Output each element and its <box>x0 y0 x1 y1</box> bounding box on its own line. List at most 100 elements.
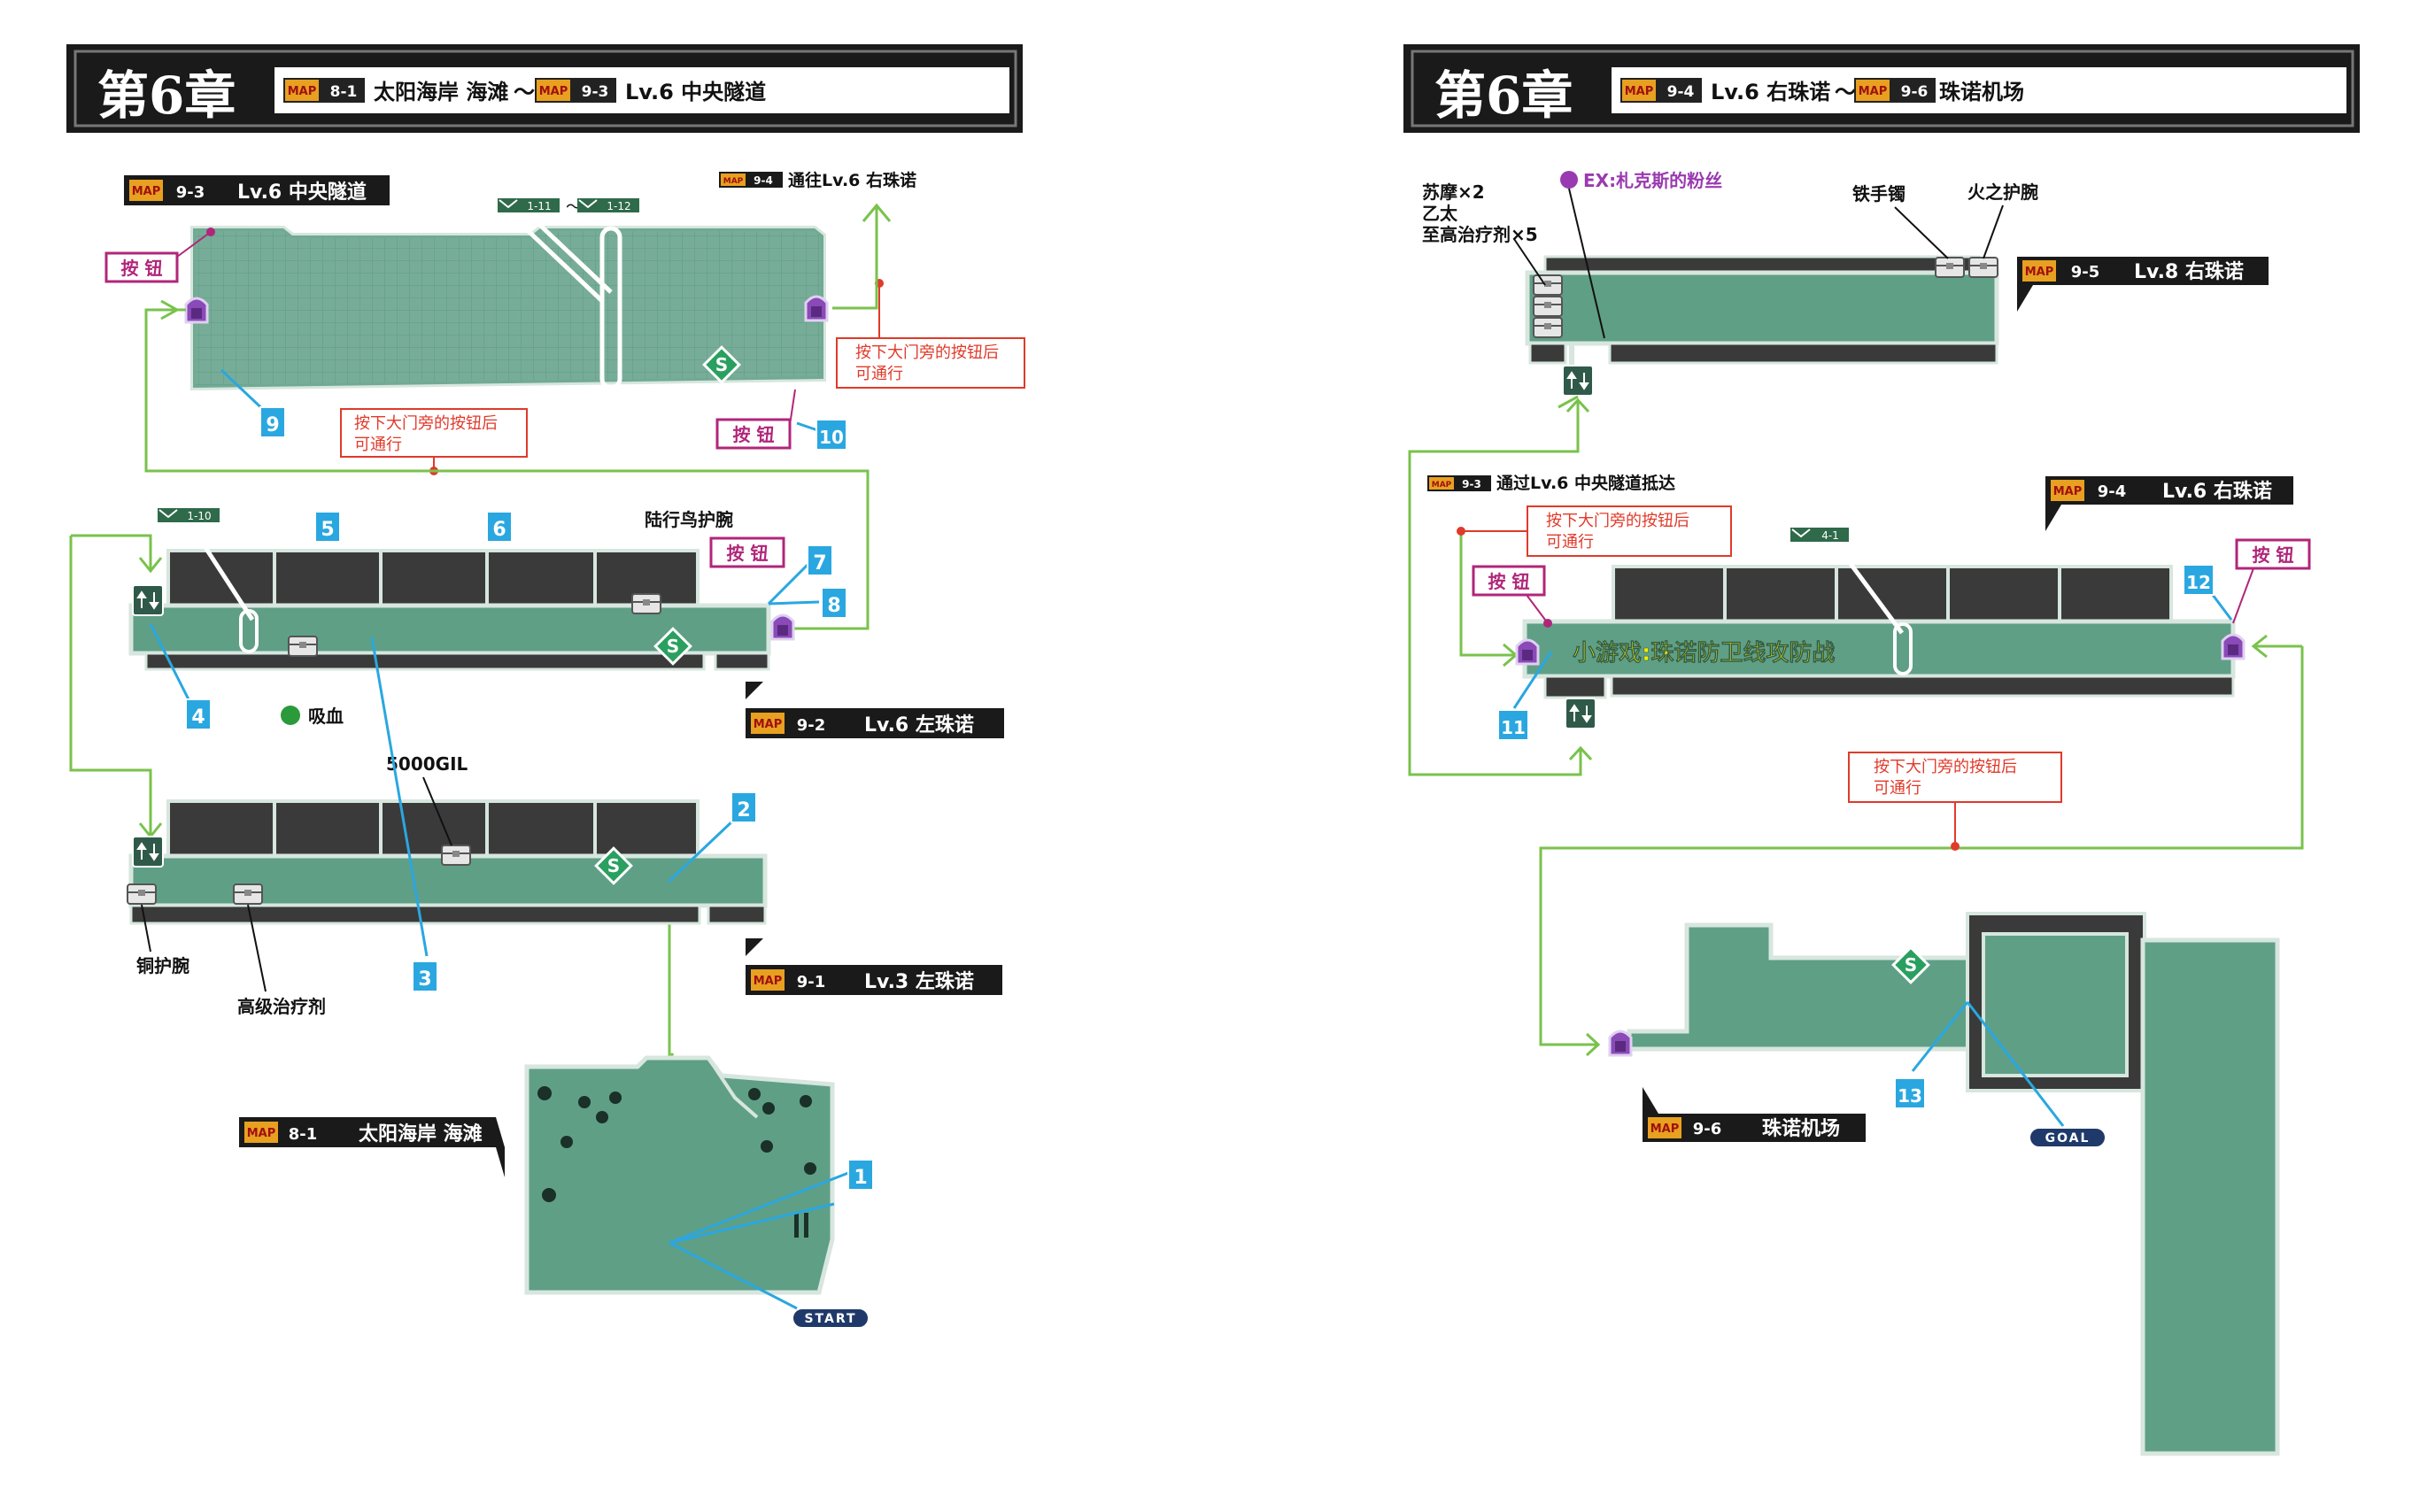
item-label: 吸血 <box>308 706 344 727</box>
door-icon <box>1608 1030 1633 1057</box>
marker-number: 1 <box>854 1167 867 1189</box>
marker-6: 6 <box>486 511 513 543</box>
marker-7: 7 <box>807 544 833 576</box>
marker-number: 2 <box>737 799 750 822</box>
chapter-header-right: 第6章 MAP 9-4 Lv.6 右珠诺 ～ MAP 9-6 珠诺机场 <box>1403 44 2360 133</box>
gate-note: 按下大门旁的按钮后 可通行 <box>836 279 1025 389</box>
item-label: 5000GIL <box>386 753 468 775</box>
marker-1: 1 <box>847 1159 874 1191</box>
treasure-chest-icon <box>288 636 318 657</box>
mail-code: 4-1 <box>1821 529 1839 542</box>
button-label: 按 钮 <box>2253 544 2294 566</box>
area-code: 8-1 <box>289 1125 318 1144</box>
marker-2: 2 <box>730 791 757 823</box>
area-name: 太阳海岸 海滩 <box>359 1122 483 1146</box>
route-markers-right <box>1512 590 2233 1127</box>
map-tag: MAP <box>539 85 568 98</box>
door-icon <box>804 295 829 322</box>
item-stack: 苏摩×2 乙太 至高治疗剂×5 <box>1422 181 1546 286</box>
map-9-6-room <box>1627 912 2280 1456</box>
item-label: 铜护腕 <box>136 955 189 976</box>
chapter-title-left: 第6章 <box>97 66 236 126</box>
route-text: 通过Lv.6 中央隧道抵达 <box>1496 473 1675 493</box>
map-tag: MAP <box>723 177 744 186</box>
area-code: 9-3 <box>176 183 205 202</box>
ex-event: EX:札克斯的粉丝 <box>1560 170 1722 339</box>
gate-note-text-2: 可通行 <box>855 365 903 383</box>
mail-code: 1-10 <box>187 510 211 522</box>
gate-note-text: 按下大门旁的按钮后 <box>1874 758 2017 776</box>
map-tag: MAP <box>2025 266 2054 279</box>
area-name: Lv.6 左珠诺 <box>864 714 974 737</box>
area-label-9-1: MAP 9-1 Lv.3 左珠诺 <box>746 938 1002 995</box>
ex-label: EX:札克斯的粉丝 <box>1583 170 1722 191</box>
area-name: Lv.3 左珠诺 <box>864 970 974 993</box>
map-tag: MAP <box>2053 485 2083 498</box>
map-tag: MAP <box>288 85 317 98</box>
map-9-1-room <box>128 799 768 925</box>
treasure-chest-icon <box>1968 257 1998 278</box>
map-tag: MAP <box>754 975 783 988</box>
map-code: 9-6 <box>1901 83 1929 101</box>
elevator-icon <box>1565 698 1596 729</box>
to-9-4-label: MAP 9-4 通往Lv.6 右珠诺 <box>719 170 916 190</box>
gate-note: 按下大门旁的按钮后 可通行 <box>1848 752 2062 851</box>
marker-3: 3 <box>412 960 438 992</box>
button-label: 按 钮 <box>733 424 775 445</box>
door-icon <box>770 613 795 641</box>
route-lines-right <box>1408 395 2304 1057</box>
area-label-9-5: MAP 9-5 Lv.8 右珠诺 <box>2017 257 2269 312</box>
from-9-3-label: MAP 9-3 通过Lv.6 中央隧道抵达 <box>1427 473 1675 493</box>
marker-number: 12 <box>2186 572 2211 593</box>
item-label: 铁手镯 <box>1852 183 1905 204</box>
goal-label: GOAL <box>2045 1131 2091 1146</box>
button-label: 按 钮 <box>121 258 163 279</box>
area-code: 9-4 <box>754 174 773 187</box>
map-9-2-room <box>128 529 771 671</box>
marker-12: 12 <box>2183 564 2215 596</box>
door-icon <box>1515 638 1540 666</box>
area-label-9-6: MAP 9-6 珠诺机场 <box>1643 1087 1866 1142</box>
button-tag-9-2[interactable]: 按 钮 <box>709 536 785 568</box>
area-code: 9-5 <box>2071 263 2100 282</box>
goal-badge: GOAL <box>2029 1127 2106 1148</box>
elevator-icon <box>1562 365 1594 397</box>
gate-note-text: 按下大门旁的按钮后 <box>855 343 999 362</box>
area-code: 9-6 <box>1693 1120 1722 1138</box>
treasure-chest-icon <box>441 845 471 866</box>
button-tag-9-3-right[interactable]: 按 钮 <box>715 389 796 450</box>
item-label: 至高治疗剂×5 <box>1422 224 1538 245</box>
map-tag: MAP <box>754 718 783 731</box>
marker-8: 8 <box>821 587 847 619</box>
mail-icon: 1-10 <box>158 508 220 522</box>
area-label-9-3: MAP 9-3 Lv.6 中央隧道 <box>124 175 390 205</box>
area-code: 9-1 <box>797 973 826 991</box>
area-code: 9-3 <box>1462 478 1481 490</box>
item-label: 苏摩×2 <box>1422 181 1485 203</box>
button-label: 按 钮 <box>727 543 769 564</box>
chapter-header-left: 第6章 MAP 8-1 太阳海岸 海滩 ～ MAP 9-3 Lv.6 中央隧道 <box>66 44 1023 133</box>
area-name: Lv.6 右珠诺 <box>2162 480 2272 503</box>
button-tag-9-4-right[interactable]: 按 钮 <box>2232 538 2311 624</box>
area-name: Lv.8 右珠诺 <box>2134 260 2244 283</box>
area-name: Lv.6 中央隧道 <box>237 181 367 204</box>
door-icon <box>184 297 209 324</box>
button-tag-9-4-left[interactable]: 按 钮 <box>1472 565 1552 628</box>
marker-10: 10 <box>816 419 847 451</box>
elevator-icon <box>132 584 164 616</box>
door-icon <box>2221 633 2246 660</box>
route-text: 通往Lv.6 右珠诺 <box>788 170 916 190</box>
chapter-title-right: 第6章 <box>1434 66 1573 126</box>
map-9-3-room <box>190 215 826 391</box>
button-label: 按 钮 <box>1488 571 1530 592</box>
button-tag-9-3-left[interactable]: 按 钮 <box>104 228 215 283</box>
start-label: START <box>804 1312 856 1326</box>
treasure-chest-icon <box>1533 317 1563 338</box>
treasure-chest-icon <box>1533 274 1563 296</box>
area-code: 9-2 <box>797 716 826 735</box>
marker-4: 4 <box>185 698 212 730</box>
marker-5: 5 <box>314 511 341 543</box>
item-label: 乙太 <box>1422 203 1458 224</box>
map-tag: MAP <box>132 185 161 198</box>
